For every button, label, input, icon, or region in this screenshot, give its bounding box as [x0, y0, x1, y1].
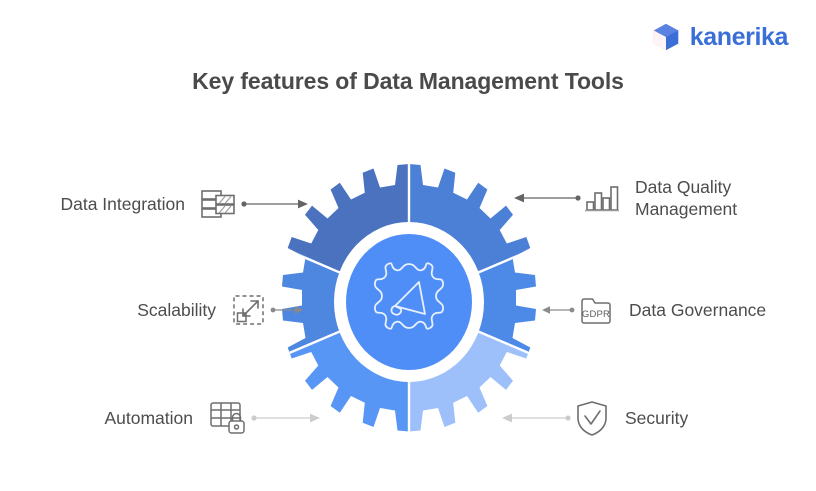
connector-arrow-data-quality — [514, 193, 581, 203]
cube-logo-icon — [653, 23, 678, 51]
feature-scalability[interactable]: Scalability — [10, 278, 305, 342]
bar-chart-icon — [585, 186, 619, 212]
feature-automation[interactable]: Automation — [10, 386, 322, 450]
feature-data-governance[interactable]: GDPR Data Governance — [540, 278, 815, 342]
shield-check-icon — [577, 401, 607, 436]
connector-arrow-data-governance — [542, 306, 575, 314]
page-title: Key features of Data Management Tools — [192, 68, 624, 94]
feature-label-data-quality: Data Quality Management — [635, 176, 738, 219]
data-merge-icon — [201, 190, 235, 218]
table-lock-icon — [210, 402, 245, 434]
gear-megaphone-icon — [374, 262, 444, 330]
connector-arrow-data-integration — [241, 199, 308, 209]
gdpr-label: GDPR — [582, 309, 610, 320]
feature-label-data-governance: Data Governance — [629, 299, 767, 320]
feature-security[interactable]: Security — [500, 386, 800, 450]
feature-data-quality[interactable]: Data Quality Management — [512, 166, 812, 230]
connector-arrow-security — [502, 413, 571, 423]
feature-label-security: Security — [625, 407, 689, 428]
gear-segment-3 — [409, 222, 536, 382]
brand-name: kanerika — [689, 22, 789, 51]
connector-arrow-scalability — [270, 306, 303, 314]
gdpr-folder-icon: GDPR — [581, 298, 611, 324]
gear-inner-circle — [346, 234, 472, 370]
feature-data-integration[interactable]: Data Integration — [10, 172, 310, 236]
central-gear-graphic — [282, 164, 536, 432]
connector-arrow-automation — [251, 413, 320, 423]
feature-label-data-integration: Data Integration — [60, 193, 185, 214]
gear-segment-6 — [282, 222, 409, 382]
feature-label-automation: Automation — [104, 407, 193, 428]
resize-scale-icon — [233, 295, 264, 325]
feature-label-scalability: Scalability — [137, 299, 216, 320]
brand-logo: kanerika — [651, 22, 788, 52]
